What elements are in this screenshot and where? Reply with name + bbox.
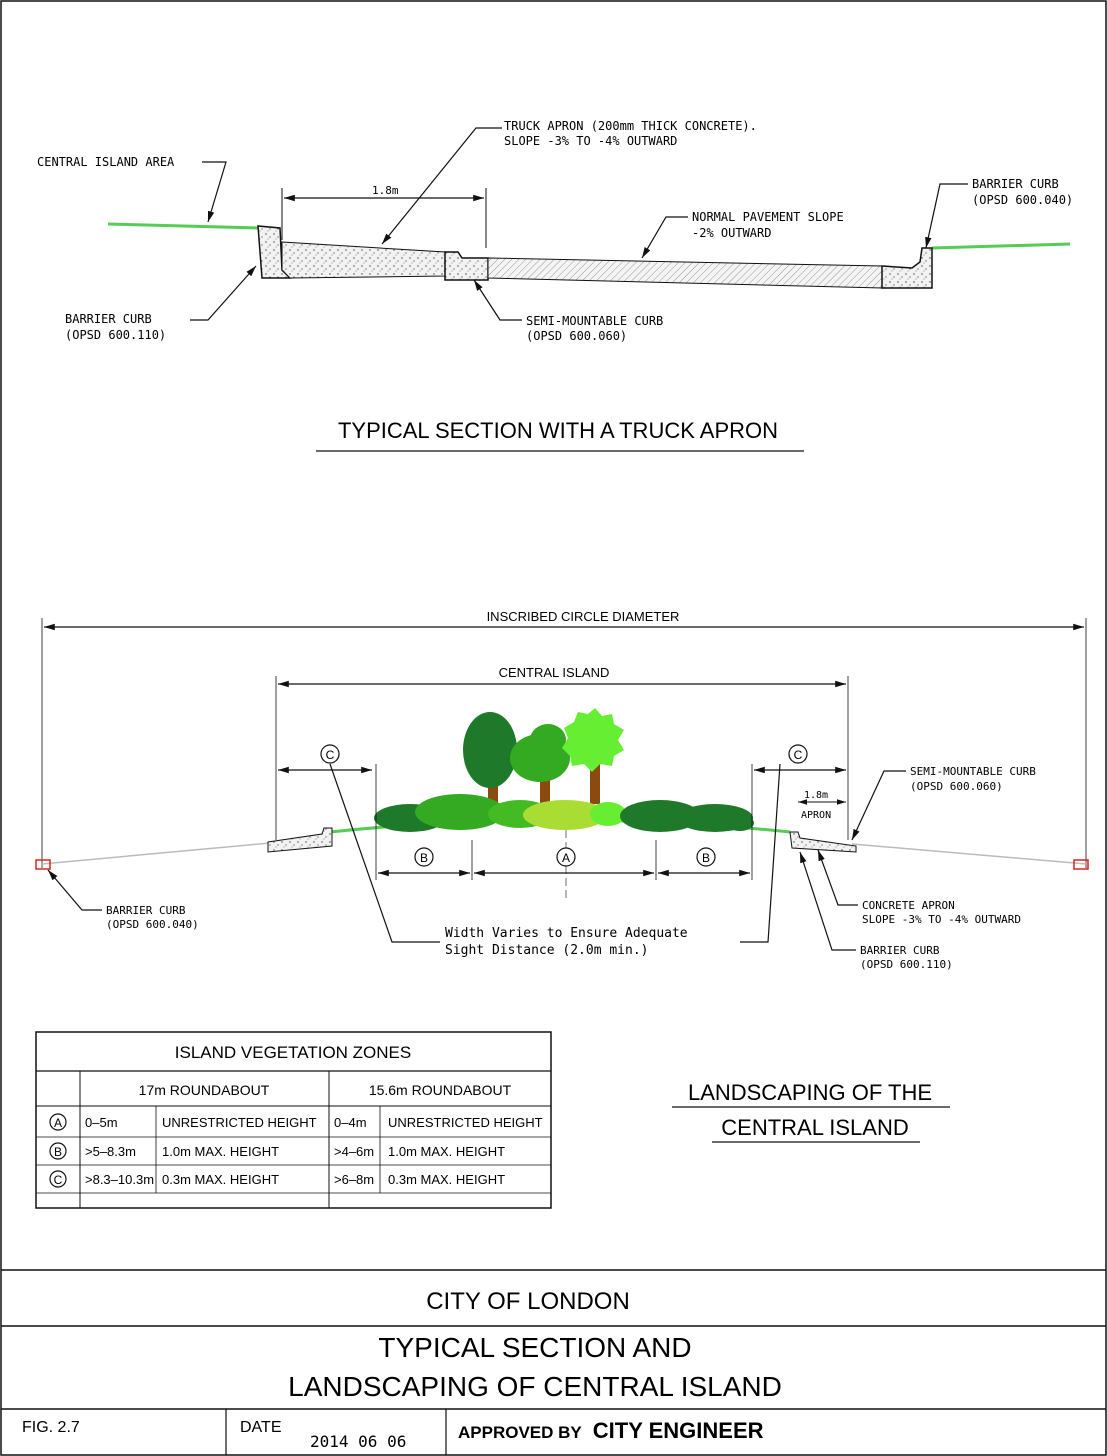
svg-text:C: C bbox=[54, 1173, 63, 1187]
tree-dark bbox=[463, 712, 517, 788]
svg-text:0.3m MAX. HEIGHT: 0.3m MAX. HEIGHT bbox=[388, 1172, 505, 1187]
s2-barrier-right-1: BARRIER CURB bbox=[860, 944, 940, 957]
apron-left bbox=[267, 827, 333, 853]
vegetation-zones-table: ISLAND VEGETATION ZONES 17m ROUNDABOUT 1… bbox=[35, 1031, 552, 1209]
label-barrier-right-2: (OPSD 600.040) bbox=[972, 193, 1073, 207]
barrier-curb-right bbox=[881, 247, 933, 289]
title-org: CITY OF LONDON bbox=[426, 1288, 630, 1315]
landscaping-title: LANDSCAPING OF THE CENTRAL ISLAND bbox=[672, 1080, 950, 1143]
table-row: B >5–8.3m 1.0m MAX. HEIGHT >4–6m 1.0m MA… bbox=[49, 1142, 505, 1160]
label-barrier-right-1: BARRIER CURB bbox=[972, 177, 1059, 191]
width-note-1: Width Varies to Ensure Adequate bbox=[445, 926, 688, 941]
grass-right bbox=[931, 242, 1071, 250]
zone-b-left: B bbox=[420, 851, 428, 865]
zone-b-right: B bbox=[702, 851, 710, 865]
svg-text:>4–6m: >4–6m bbox=[334, 1144, 374, 1159]
s2-barrier-left-2: (OPSD 600.040) bbox=[106, 918, 199, 931]
label-semi-mountable-2: (OPSD 600.060) bbox=[526, 329, 627, 343]
svg-text:0.3m MAX. HEIGHT: 0.3m MAX. HEIGHT bbox=[162, 1172, 279, 1187]
label-barrier-left-1: BARRIER CURB bbox=[65, 312, 152, 326]
landscaping-title-2: CENTRAL ISLAND bbox=[721, 1115, 908, 1140]
truck-apron bbox=[281, 241, 446, 279]
curb-left-red bbox=[35, 859, 51, 870]
s2-concrete-apron-2: SLOPE -3% TO -4% OUTWARD bbox=[862, 913, 1021, 926]
grass-left bbox=[107, 222, 259, 230]
table-header-17m: 17m ROUNDABOUT bbox=[139, 1082, 270, 1098]
shrub-lime bbox=[523, 800, 607, 830]
section1-title: TYPICAL SECTION WITH A TRUCK APRON bbox=[338, 418, 778, 443]
label-central-island-area: CENTRAL ISLAND AREA bbox=[37, 155, 175, 169]
vegetation bbox=[374, 708, 754, 832]
apron-label: APRON bbox=[801, 810, 831, 821]
s2-semi-1: SEMI-MOUNTABLE CURB bbox=[910, 765, 1036, 778]
title-line-2: LANDSCAPING OF CENTRAL ISLAND bbox=[288, 1371, 782, 1402]
svg-text:1.0m MAX. HEIGHT: 1.0m MAX. HEIGHT bbox=[388, 1144, 505, 1159]
label-inscribed: INSCRIBED CIRCLE DIAMETER bbox=[487, 609, 680, 624]
date-value: 2014 06 06 bbox=[310, 1432, 406, 1451]
landscaping-title-1: LANDSCAPING OF THE bbox=[688, 1080, 932, 1105]
label-semi-mountable-1: SEMI-MOUNTABLE CURB bbox=[526, 314, 663, 328]
label-truck-apron-2: SLOPE -3% TO -4% OUTWARD bbox=[504, 134, 677, 148]
s2-barrier-right-2: (OPSD 600.110) bbox=[860, 958, 953, 971]
apron-dim-label: 1.8m bbox=[804, 790, 828, 801]
s2-barrier-left-1: BARRIER CURB bbox=[106, 904, 186, 917]
svg-text:UNRESTRICTED HEIGHT: UNRESTRICTED HEIGHT bbox=[162, 1115, 317, 1130]
zone-c-right: C bbox=[794, 748, 803, 762]
label-central-island: CENTRAL ISLAND bbox=[499, 665, 610, 680]
title-block: CITY OF LONDON TYPICAL SECTION AND LANDS… bbox=[1, 1269, 1106, 1455]
svg-text:1.0m MAX. HEIGHT: 1.0m MAX. HEIGHT bbox=[162, 1144, 279, 1159]
svg-text:B: B bbox=[54, 1145, 62, 1159]
title-line-1: TYPICAL SECTION AND bbox=[378, 1332, 691, 1363]
tree-light bbox=[562, 708, 624, 772]
pavement bbox=[487, 257, 883, 289]
svg-text:0–5m: 0–5m bbox=[85, 1115, 118, 1130]
zone-a: A bbox=[562, 851, 570, 865]
s2-semi-2: (OPSD 600.060) bbox=[910, 780, 1003, 793]
label-normal-slope-2: -2% OUTWARD bbox=[692, 226, 771, 240]
table-row: C >8.3–10.3m 0.3m MAX. HEIGHT >6–8m 0.3m… bbox=[49, 1170, 505, 1188]
svg-text:0–4m: 0–4m bbox=[334, 1115, 367, 1130]
s2-concrete-apron-1: CONCRETE APRON bbox=[862, 899, 955, 912]
table-title: ISLAND VEGETATION ZONES bbox=[175, 1043, 411, 1062]
section-landscaping: INSCRIBED CIRCLE DIAMETER CENTRAL ISLAND bbox=[35, 609, 1089, 971]
svg-text:>5–8.3m: >5–8.3m bbox=[85, 1144, 136, 1159]
table-header-15m: 15.6m ROUNDABOUT bbox=[369, 1082, 512, 1098]
dim-1.8m-label: 1.8m bbox=[372, 184, 399, 197]
label-barrier-left-2: (OPSD 600.110) bbox=[65, 328, 166, 342]
label-truck-apron-1: TRUCK APRON (200mm THICK CONCRETE). bbox=[504, 119, 757, 133]
section-truck-apron: 1.8m CENTRAL ISLAND AREA TRUCK APRON (20… bbox=[37, 119, 1073, 452]
svg-text:A: A bbox=[54, 1116, 62, 1130]
width-note-2: Sight Distance (2.0m min.) bbox=[445, 943, 649, 958]
apron-right bbox=[789, 831, 857, 853]
label-normal-slope-1: NORMAL PAVEMENT SLOPE bbox=[692, 210, 844, 224]
svg-text:>6–8m: >6–8m bbox=[334, 1172, 374, 1187]
approved-by: APPROVED BY CITY ENGINEER bbox=[458, 1418, 764, 1443]
svg-text:UNRESTRICTED HEIGHT: UNRESTRICTED HEIGHT bbox=[388, 1115, 543, 1130]
semi-mountable-curb bbox=[444, 251, 489, 281]
fig-number: FIG. 2.7 bbox=[22, 1419, 80, 1436]
zone-c-left: C bbox=[326, 748, 335, 762]
table-row: A 0–5m UNRESTRICTED HEIGHT 0–4m UNRESTRI… bbox=[49, 1113, 543, 1131]
date-label: DATE bbox=[240, 1419, 281, 1436]
svg-text:>8.3–10.3m: >8.3–10.3m bbox=[85, 1172, 154, 1187]
curb-right-red bbox=[1073, 859, 1089, 870]
